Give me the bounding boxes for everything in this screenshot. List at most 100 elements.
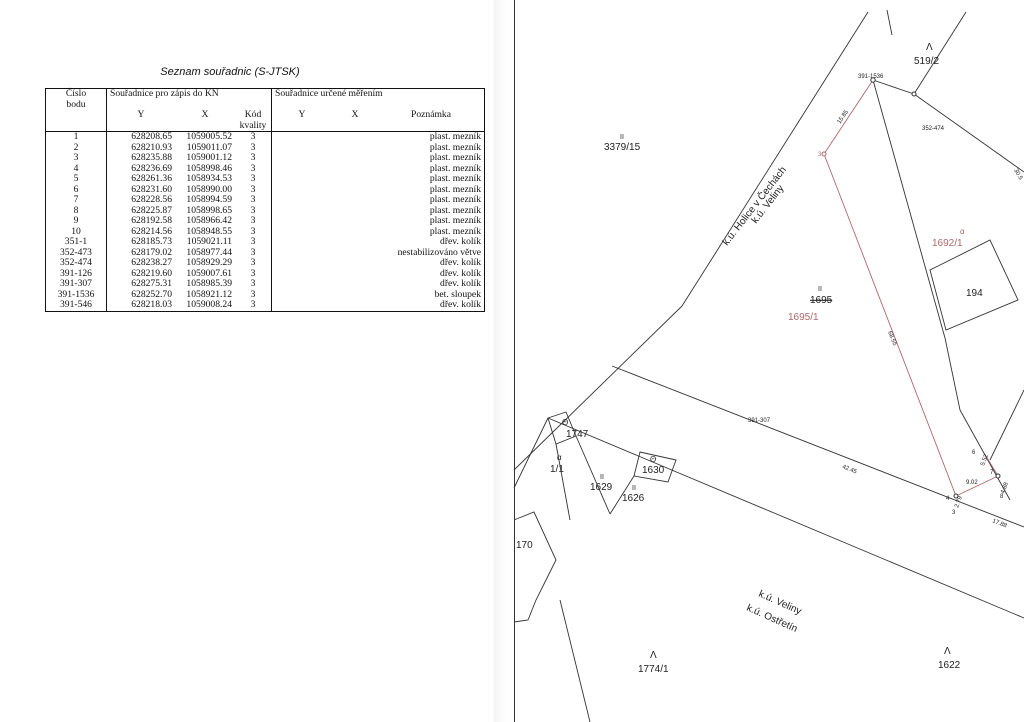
coordinate-list-title: Seznam souřadnic (S-JTSK) bbox=[160, 66, 300, 78]
svg-text:Θ: Θ bbox=[562, 418, 568, 427]
cell-poznamka: plast. mezník bbox=[378, 184, 485, 195]
cell-kod: 3 bbox=[250, 236, 256, 247]
cell-kod: 3 bbox=[250, 278, 256, 289]
cell-poznamka: dřev. kolík bbox=[378, 257, 485, 269]
cell-y: 628218.03 bbox=[106, 299, 175, 312]
cell-y: 628192.58 bbox=[131, 215, 172, 226]
cell-x: 1058977.44 bbox=[186, 246, 232, 258]
parcel-3379-15: 3379/15 bbox=[604, 142, 641, 153]
cell-poznamka: plast. mezník bbox=[378, 163, 485, 174]
cell-poznamka: plast. mezník bbox=[378, 142, 485, 153]
page-fold-line bbox=[514, 0, 515, 722]
svg-text:8: 8 bbox=[1000, 494, 1004, 500]
cell-poznamka: dřev. kolík bbox=[378, 278, 485, 290]
cell-kod: 3 bbox=[250, 257, 256, 268]
cell-bod: 10 bbox=[45, 226, 107, 237]
cell-y: 628219.60 bbox=[131, 267, 172, 279]
cell-bod: 2 bbox=[45, 142, 107, 153]
cell-y2 bbox=[271, 289, 332, 300]
header-kvality: kvality bbox=[235, 120, 272, 132]
svg-text:Λ: Λ bbox=[650, 650, 657, 661]
svg-text:II: II bbox=[632, 485, 636, 492]
cell-poznamka: plast. mezník bbox=[378, 194, 485, 206]
cell-y: 628225.87 bbox=[131, 204, 172, 216]
svg-text:30.5: 30.5 bbox=[1012, 168, 1023, 182]
parcel-519-2: 519/2 bbox=[914, 56, 939, 67]
building-170 bbox=[513, 511, 557, 623]
cell-y: 628261.36 bbox=[131, 173, 172, 184]
parcel-1630: 1630 bbox=[642, 465, 665, 476]
cell-poznamka: plast. mezník bbox=[378, 152, 485, 164]
cell-poznamka: plast. mezník bbox=[378, 131, 485, 143]
cell-x: 1058994.59 bbox=[186, 194, 232, 205]
cell-poznamka: plast. mezník bbox=[378, 215, 485, 227]
cell-poznamka: plast. mezník bbox=[378, 173, 485, 185]
cell-y: 628210.93 bbox=[131, 141, 172, 153]
svg-text:17.88: 17.88 bbox=[991, 518, 1008, 529]
svg-text:II: II bbox=[818, 286, 822, 293]
cell-y2 bbox=[271, 247, 332, 258]
cell-y2 bbox=[271, 142, 332, 153]
cell-bod: 352-474 bbox=[45, 257, 107, 269]
cell-x: 1059007.61 bbox=[186, 267, 232, 279]
parcel-1692-1: 1692/1 bbox=[932, 238, 963, 249]
cell-y2 bbox=[271, 131, 332, 143]
svg-text:3: 3 bbox=[818, 152, 822, 158]
svg-text:7: 7 bbox=[990, 470, 994, 476]
cell-kod: 3 bbox=[250, 162, 256, 174]
parcel-194: 194 bbox=[966, 288, 983, 299]
cell-poznamka: bet. sloupek bbox=[378, 289, 485, 300]
cell-x: 1058921.12 bbox=[186, 288, 232, 300]
cell-poznamka: nestabilizováno větve bbox=[378, 247, 485, 258]
parcel-1-1: 1/1 bbox=[550, 464, 564, 475]
header-group-kn: Souřadnice pro zápis do KN bbox=[106, 88, 272, 100]
cell-kod: 3 bbox=[235, 299, 272, 312]
cell-bod: 351-1 bbox=[45, 236, 107, 248]
cell-x: 1059021.11 bbox=[186, 236, 232, 247]
cell-poznamka: dřev. kolík bbox=[378, 236, 485, 248]
cell-bod: 391-1536 bbox=[45, 289, 107, 300]
svg-text:Λ: Λ bbox=[926, 42, 933, 53]
cell-kod: 3 bbox=[250, 204, 256, 216]
svg-text:α: α bbox=[960, 227, 965, 236]
point-3-top bbox=[821, 151, 827, 157]
header-x2: X bbox=[351, 109, 359, 120]
header-poznamka: Poznámka bbox=[378, 109, 485, 121]
svg-text:6: 6 bbox=[972, 450, 976, 456]
point-391-1536 bbox=[870, 77, 876, 83]
measured-line-top bbox=[823, 79, 874, 155]
header-y2: Y bbox=[271, 109, 332, 121]
cell-x: 1058948.55 bbox=[186, 225, 232, 237]
cell-poznamka: dřev. kolík bbox=[378, 268, 485, 279]
cell-x: 1058985.39 bbox=[186, 278, 232, 289]
cell-x: 1058998.65 bbox=[186, 204, 232, 216]
cell-y: 628179.02 bbox=[131, 246, 172, 258]
cell-kod: 3 bbox=[250, 131, 256, 142]
parcel-1630-outline bbox=[633, 451, 677, 483]
cell-y: 628231.60 bbox=[131, 183, 172, 195]
svg-text:68.55: 68.55 bbox=[886, 331, 897, 348]
svg-text:42.45: 42.45 bbox=[841, 464, 858, 475]
cell-kod: 3 bbox=[250, 215, 256, 226]
cell-y: 628228.56 bbox=[131, 194, 172, 205]
building-194 bbox=[929, 239, 1019, 331]
parcel-1626: 1626 bbox=[622, 493, 645, 504]
header-group-mereni: Souřadnice určené měřením bbox=[271, 88, 485, 100]
cell-kod: 3 bbox=[250, 173, 256, 184]
cell-kod: 3 bbox=[250, 288, 256, 300]
svg-text:II: II bbox=[620, 134, 624, 141]
cell-bod: 391-307 bbox=[45, 278, 107, 290]
cell-x: 1058966.42 bbox=[186, 215, 232, 226]
svg-text:9.02: 9.02 bbox=[966, 480, 978, 486]
cell-bod: 5 bbox=[45, 173, 107, 185]
cell-poznamka: dřev. kolík bbox=[378, 299, 485, 312]
